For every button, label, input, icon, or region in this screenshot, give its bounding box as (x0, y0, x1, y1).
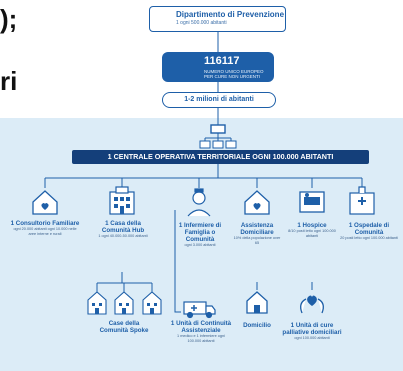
ambulance-icon (183, 301, 216, 319)
node-title: 1 Ospedale di Comunità (348, 222, 390, 236)
node-consultorio: 1 Consultorio Familiare ogni 20.000 abit… (10, 220, 80, 236)
node-hospice: 1 Hospice 8/10 posti letto ogni 100.000 … (288, 222, 336, 238)
node-title: 1 Consultorio Familiare (10, 220, 80, 227)
dipartimento-sub: 1 ogni 500.000 abitanti (176, 20, 227, 26)
numero-unico-sub: NUMERO UNICO EUROPEO PER CURE NON URGENT… (204, 69, 264, 79)
network-icon (199, 124, 237, 149)
node-title: 1 Hospice (297, 222, 327, 229)
node-sub: ogni 100.000 abitanti (294, 336, 330, 340)
node-title: 1 Casa della Comunità Hub (101, 220, 145, 234)
node-sub: 1 medico e 1 infermiere ogni 100.000 abi… (177, 334, 225, 343)
numero-unico-box: 116117 NUMERO UNICO EUROPEO PER CURE NON… (162, 52, 274, 82)
numero-unico: 116117 (204, 55, 240, 67)
node-sub: 8/10 posti letto ogni 100.000 abitanti (288, 229, 336, 238)
node-title: 1 Unità di cure palliative domiciliari (282, 322, 342, 336)
hospital-icon (349, 186, 375, 215)
node-infermiere: 1 Infermiere di Famiglia o Comunità ogni… (170, 222, 230, 248)
node-title: Case della Comunità Spoke (99, 320, 149, 334)
node-assistenza: Assistenza Domiciliare 10% della popolaz… (232, 222, 282, 245)
dipartimento-title: Dipartimento di Prevenzione (176, 10, 285, 19)
node-ospedale: 1 Ospedale di Comunità 20 posti letto og… (340, 222, 398, 241)
house-icon (246, 291, 268, 314)
node-spoke: Case della Comunità Spoke (96, 320, 152, 334)
bed-icon (299, 191, 325, 213)
node-sub: 20 posti letto ogni 100.000 abitanti (340, 236, 398, 240)
centrale-operativa-banner: 1 CENTRALE OPERATIVA TERRITORIALE OGNI 1… (72, 150, 369, 164)
house-heart-icon (244, 190, 270, 215)
node-sub: 10% della popolazione over 65 (233, 236, 281, 245)
building-icon (87, 291, 162, 315)
node-domicilio: Domicilio (232, 322, 282, 329)
node-title: 1 Infermiere di Famiglia o Comunità (178, 222, 222, 243)
node-title: Assistenza Domiciliare (240, 222, 274, 236)
house-heart-icon (32, 190, 58, 215)
hospital-icon (109, 186, 135, 215)
abitanti-pill: 1-2 milioni di abitanti (162, 92, 276, 108)
node-title: 1 Unità di Continuità Assistenziale (170, 320, 232, 334)
node-title: Domicilio (243, 322, 271, 329)
dipartimento-box: Dipartimento di Prevenzione 1 ogni 500.0… (149, 6, 286, 32)
node-sub: ogni 3.000 abitanti (184, 243, 216, 247)
hands-heart-icon (300, 295, 324, 314)
node-sub: 1 ogni 40.000-50.000 abitanti (98, 234, 148, 238)
node-unita-continuita: 1 Unità di Continuità Assistenziale 1 me… (170, 320, 232, 343)
node-sub: ogni 20.000 abitanti ogni 10.000 nelle a… (13, 227, 77, 236)
heading-fragment-bottom: ri (0, 66, 18, 96)
node-cure-palliative: 1 Unità di cure palliative domiciliari o… (282, 322, 342, 341)
nurse-icon (187, 188, 211, 217)
node-casa-hub: 1 Casa della Comunità Hub 1 ogni 40.000-… (92, 220, 154, 239)
heading-fragment-top: ); (0, 4, 18, 34)
